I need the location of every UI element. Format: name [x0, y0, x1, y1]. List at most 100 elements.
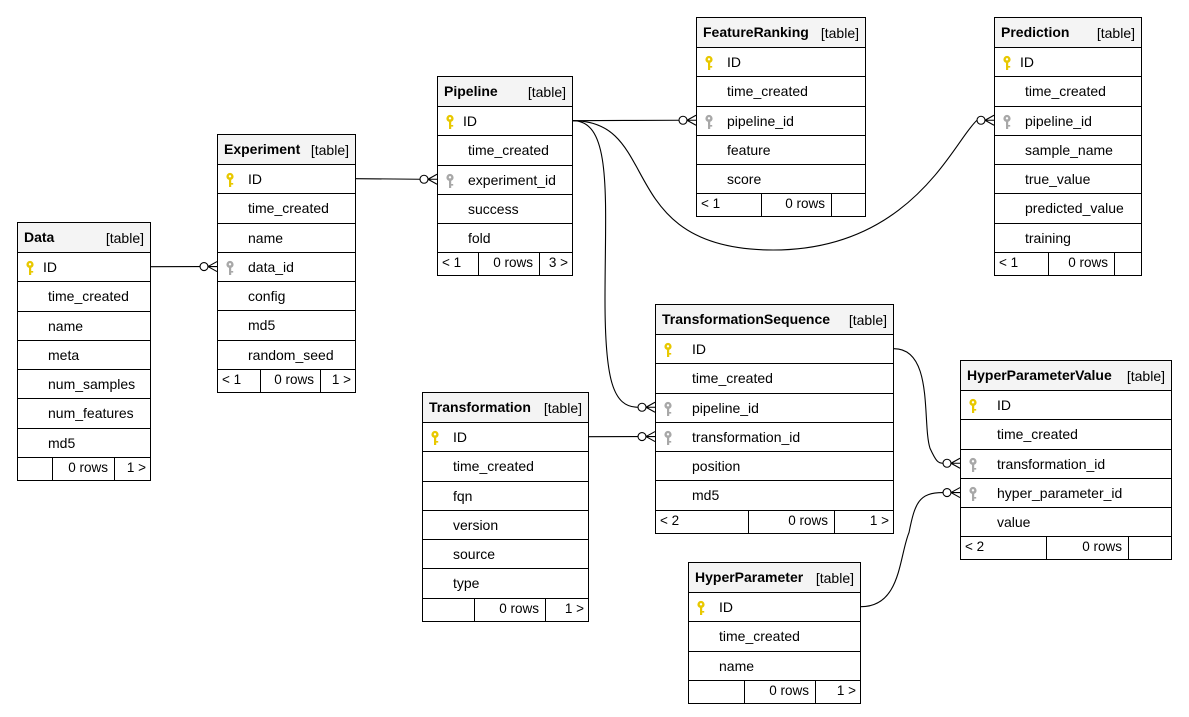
column-name: meta	[48, 346, 80, 363]
footer-prev-button[interactable]	[423, 599, 474, 621]
column-row[interactable]: pipeline_id	[656, 394, 893, 423]
table-header[interactable]: TransformationSequence[table]	[656, 305, 893, 335]
column-row[interactable]: hyper_parameter_id	[961, 479, 1171, 509]
column-row[interactable]: pipeline_id	[995, 107, 1141, 136]
footer-prev-button[interactable]: < 1	[222, 372, 242, 388]
footer-prev-button[interactable]: < 1	[701, 196, 721, 212]
column-row[interactable]: time_created	[423, 452, 588, 482]
table-header[interactable]: Pipeline[table]	[438, 77, 572, 107]
footer-next-button[interactable]: 1 >	[331, 372, 351, 388]
footer-next-button[interactable]	[1114, 253, 1143, 275]
column-row[interactable]: meta	[18, 341, 150, 371]
column-row[interactable]: time_created	[995, 77, 1141, 107]
column-row[interactable]: pipeline_id	[697, 107, 865, 136]
column-name: ID	[997, 397, 1011, 413]
column-row[interactable]: sample_name	[995, 136, 1141, 166]
table-hyperparametervalue[interactable]: HyperParameterValue[table] ID time_created…	[960, 360, 1173, 561]
column-row[interactable]: md5	[656, 481, 893, 511]
table-header[interactable]: Experiment[table]	[218, 135, 355, 165]
column-row[interactable]: feature	[697, 136, 865, 166]
footer-prev-button[interactable]: < 2	[965, 539, 985, 555]
column-row[interactable]: md5	[18, 429, 150, 459]
table-header[interactable]: HyperParameterValue[table]	[961, 361, 1171, 391]
footer-next-button[interactable]: 1 >	[564, 600, 584, 616]
footer-next-button[interactable]: 1 >	[869, 512, 889, 528]
column-name: position	[692, 458, 741, 475]
column-row[interactable]: time_created	[218, 194, 355, 224]
column-row[interactable]: true_value	[995, 165, 1141, 195]
footer-next-button[interactable]	[1128, 537, 1173, 559]
table-header[interactable]: HyperParameter[table]	[689, 563, 860, 593]
column-row[interactable]: position	[656, 452, 893, 482]
column-row[interactable]: predicted_value	[995, 194, 1141, 224]
column-row[interactable]: training	[995, 224, 1141, 254]
footer-prev-button[interactable]	[689, 681, 744, 703]
column-row[interactable]: type	[423, 569, 588, 599]
footer-next-button[interactable]: 3 >	[548, 255, 568, 271]
table-header[interactable]: FeatureRanking[table]	[697, 18, 865, 48]
column-row[interactable]: score	[697, 165, 865, 195]
crows-foot-marker	[976, 114, 995, 126]
column-row[interactable]: time_created	[697, 77, 865, 107]
column-row[interactable]: ID	[18, 253, 150, 283]
column-row[interactable]: num_samples	[18, 370, 150, 400]
column-row[interactable]: experiment_id	[438, 166, 572, 195]
column-row[interactable]: fold	[438, 224, 572, 254]
column-row[interactable]: transformation_id	[656, 423, 893, 453]
column-row[interactable]: md5	[218, 311, 355, 341]
column-row[interactable]: ID	[689, 593, 860, 623]
footer-prev-button[interactable]: < 1	[442, 255, 462, 271]
column-row[interactable]: ID	[995, 48, 1141, 78]
column-row[interactable]: time_created	[961, 420, 1171, 450]
column-row[interactable]: transformation_id	[961, 450, 1171, 479]
column-name: fqn	[453, 487, 473, 504]
crows-foot-marker	[942, 487, 961, 499]
column-row[interactable]: fqn	[423, 482, 588, 511]
column-row[interactable]: ID	[961, 391, 1171, 421]
foreign-key-icon	[1001, 114, 1015, 130]
column-row[interactable]: num_features	[18, 399, 150, 429]
footer-prev-button[interactable]: < 1	[999, 255, 1019, 271]
column-row[interactable]: time_created	[689, 622, 860, 652]
column-row[interactable]: config	[218, 282, 355, 312]
column-row[interactable]: random_seed	[218, 341, 355, 371]
column-row[interactable]: name	[18, 312, 150, 341]
column-row[interactable]: data_id	[218, 253, 355, 283]
column-row[interactable]: name	[689, 652, 860, 681]
column-row[interactable]: value	[961, 508, 1171, 538]
column-row[interactable]: time_created	[438, 136, 572, 166]
column-row[interactable]: ID	[438, 107, 572, 137]
column-row[interactable]: success	[438, 195, 572, 225]
column-row[interactable]: time_created	[18, 282, 150, 312]
column-row[interactable]: ID	[656, 335, 893, 365]
foreign-key-icon	[967, 486, 981, 502]
footer-next-button[interactable]: 1 >	[836, 682, 856, 698]
column-name: training	[1025, 229, 1071, 246]
table-header[interactable]: Data[table]	[18, 223, 150, 253]
column-row[interactable]: source	[423, 540, 588, 570]
footer-next-button[interactable]: 1 >	[126, 460, 146, 476]
column-row[interactable]: version	[423, 511, 588, 541]
footer-next-button[interactable]	[831, 194, 867, 216]
footer-prev-button[interactable]: < 2	[660, 512, 680, 528]
column-row[interactable]: time_created	[656, 364, 893, 394]
column-row[interactable]: ID	[423, 423, 588, 453]
column-row[interactable]: name	[218, 224, 355, 253]
table-name: HyperParameterValue	[967, 367, 1112, 383]
footer-prev-button[interactable]	[18, 458, 52, 480]
table-header[interactable]: Prediction[table]	[995, 18, 1141, 48]
column-row[interactable]: ID	[697, 48, 865, 78]
primary-key-icon	[444, 114, 458, 130]
column-row[interactable]: ID	[218, 165, 355, 195]
table-header[interactable]: Transformation[table]	[423, 393, 588, 423]
primary-key-icon	[662, 342, 676, 358]
